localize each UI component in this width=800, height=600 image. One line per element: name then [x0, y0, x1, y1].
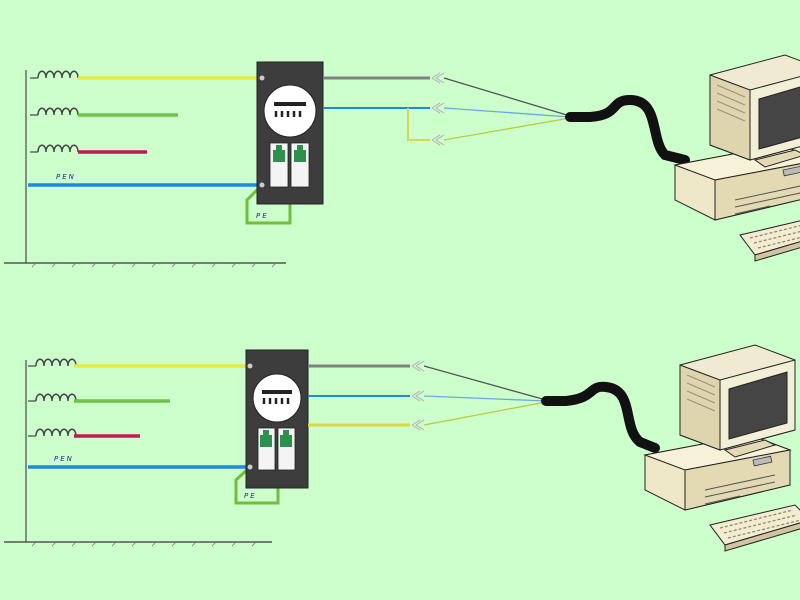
electric-meter-icon	[256, 61, 324, 205]
circuit-bottom: PEN PE	[4, 344, 800, 552]
ground-bus-icon	[4, 541, 272, 547]
electric-meter-icon	[245, 349, 309, 489]
connector-icon	[431, 134, 445, 146]
coil-icon	[27, 393, 77, 402]
ground-bus-icon	[4, 262, 286, 268]
circuit-breaker-icon	[257, 427, 296, 471]
connector-icon	[411, 419, 425, 431]
coil-icon	[29, 144, 79, 153]
connector-icon	[411, 360, 425, 372]
pe-wire	[234, 465, 280, 505]
desktop-computer-icon	[644, 344, 800, 552]
connector-icon	[431, 72, 445, 84]
pen-label: PEN	[54, 455, 74, 463]
desktop-computer-icon	[674, 54, 800, 262]
data-cable	[541, 381, 660, 453]
connector-icon	[411, 390, 425, 402]
pen-label: PEN	[56, 173, 76, 181]
output-yellow-green-wire	[407, 108, 430, 141]
pe-wire	[245, 183, 292, 225]
pe-label: PE	[244, 492, 257, 500]
data-cable	[565, 94, 690, 165]
coil-icon	[27, 428, 77, 437]
coil-icon	[29, 70, 79, 79]
connector-icon	[431, 102, 445, 114]
coil-icon	[27, 358, 77, 367]
pe-label: PE	[256, 212, 269, 220]
coil-icon	[29, 107, 79, 116]
circuit-breaker-icon	[269, 142, 310, 188]
circuit-top: PEN PE	[4, 54, 800, 268]
